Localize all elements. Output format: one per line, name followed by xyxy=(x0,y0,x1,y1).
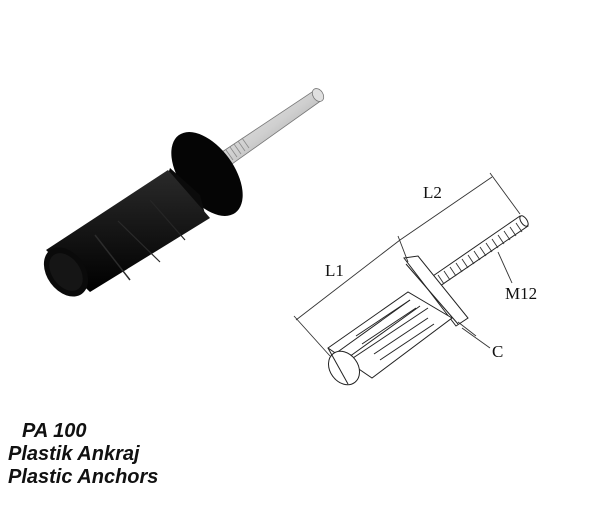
product-name-turkish: Plastik Ankraj xyxy=(8,443,140,465)
detail-label-c: C xyxy=(492,342,503,361)
dimension-lines xyxy=(293,172,521,357)
model-number: PA 100 xyxy=(22,420,87,442)
anchor-body xyxy=(43,170,210,297)
product-name-english: Plastic Anchors xyxy=(8,466,159,488)
dim-label-l1: L1 xyxy=(325,261,344,280)
dim-label-l2: L2 xyxy=(423,183,442,202)
product-caption: PA 100 Plastik Ankraj Plastic Anchors xyxy=(8,420,158,489)
thread-label-m12: M12 xyxy=(505,284,537,303)
drawing-sleeve xyxy=(327,291,453,386)
anchor-flange xyxy=(171,132,243,216)
drawing-flange xyxy=(403,255,469,327)
anchor-photo xyxy=(43,88,325,297)
threaded-rod xyxy=(221,88,325,165)
drawing-threaded-rod xyxy=(429,215,529,289)
anchor-technical-drawing: L1 L2 M12 C xyxy=(293,172,537,386)
